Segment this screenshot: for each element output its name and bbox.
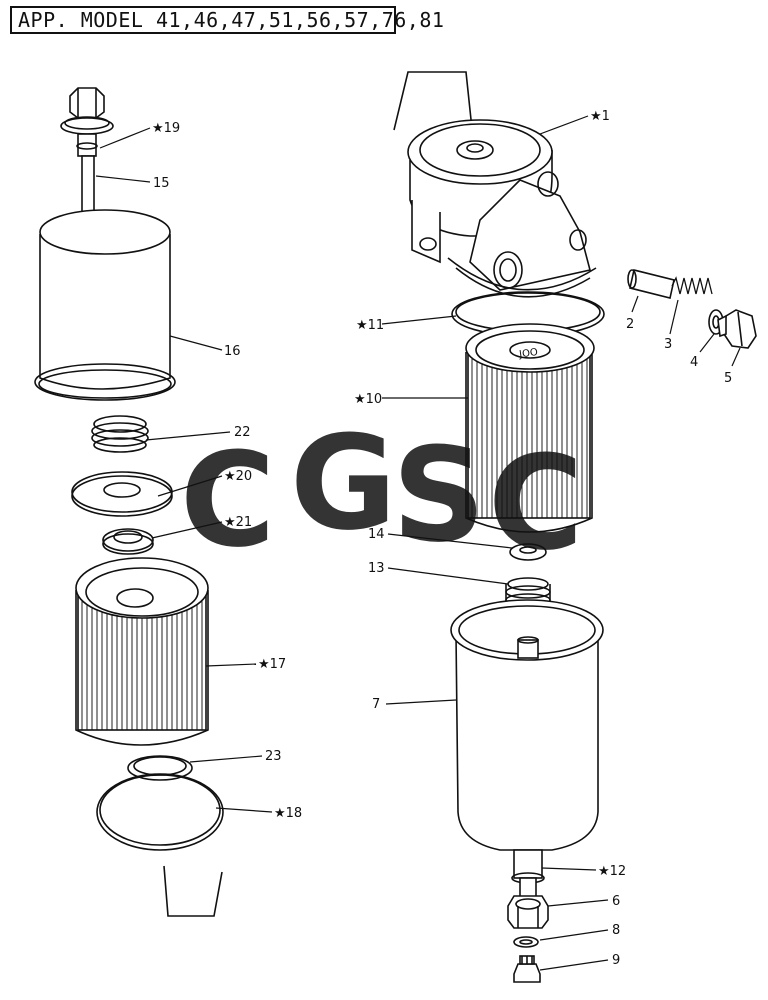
filter-case-left [34, 209, 176, 401]
part-label-11: ★11 [356, 318, 384, 333]
filter-head [407, 119, 597, 298]
part-label-10: ★10 [354, 392, 382, 407]
part-labels: ★19 15 16 22 ★20 ★21 ★17 23 ★18 ★1 ★11 ★… [152, 109, 732, 968]
spring-22 [91, 415, 149, 453]
filter-element-left [75, 557, 209, 746]
part-label-9: 9 [612, 953, 620, 968]
part-label-7: 7 [372, 697, 380, 712]
part-label-18: ★18 [274, 806, 302, 821]
part-label-14: 14 [368, 527, 385, 542]
filter-bowl [450, 599, 604, 851]
part-label-23: 23 [265, 749, 282, 764]
part-label-3: 3 [664, 337, 672, 352]
bracket-right [393, 71, 475, 149]
washer-14 [509, 543, 547, 561]
watermark: C G S C [180, 407, 583, 579]
part-label-19: ★19 [152, 121, 180, 136]
element-marking: JOO [518, 347, 539, 361]
center-bolt [60, 87, 114, 157]
part-label-16: 16 [224, 344, 241, 359]
part-label-4: 4 [690, 355, 698, 370]
drain-nut [507, 895, 549, 929]
part-label-17: ★17 [258, 657, 286, 672]
ring-23 [127, 755, 193, 781]
part-label-6: 6 [612, 894, 620, 909]
part-label-21: ★21 [224, 515, 252, 530]
seal-ring-21 [102, 528, 154, 555]
drain-plug [513, 955, 541, 983]
part-label-2: 2 [626, 317, 634, 332]
relief-valve-plunger [627, 269, 675, 299]
relief-valve-plug [717, 309, 757, 349]
watermark-letter-1: C [180, 424, 275, 576]
right-filter-assembly [393, 71, 757, 983]
part-label-12: ★12 [598, 864, 626, 879]
watermark-letter-3: S [392, 419, 486, 571]
relief-valve-spring [671, 276, 713, 295]
gasket-18 [96, 773, 224, 851]
drain-neck [511, 849, 545, 899]
watermark-letter-2: G [290, 407, 397, 559]
part-label-5: 5 [724, 371, 732, 386]
app-model-header: APP. MODEL 41,46,47,51,56,57,76,81 [10, 6, 444, 34]
filter-element-right [465, 323, 595, 533]
part-label-8: 8 [612, 923, 620, 938]
part-label-1: ★1 [590, 109, 610, 124]
watermark-letter-4: C [488, 427, 583, 579]
leader-lines [95, 115, 741, 971]
part-label-15: 15 [153, 176, 170, 191]
spring-seat [71, 471, 173, 517]
part-label-22: 22 [234, 425, 251, 440]
bracket-left [163, 865, 223, 917]
washer-8 [513, 936, 539, 948]
part-label-20: ★20 [224, 469, 252, 484]
left-filter-assembly [34, 87, 224, 917]
part-label-13: 13 [368, 561, 385, 576]
